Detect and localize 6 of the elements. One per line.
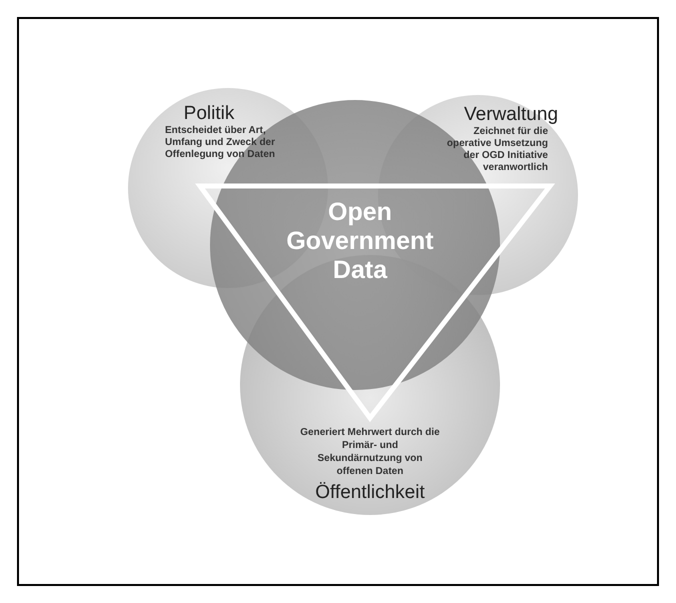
- circle-heading: Politik: [182, 102, 236, 126]
- circle-description: Zeichnet für die operative Umsetzung der OGD Initiative veranwortlich: [446, 126, 548, 174]
- center-title: Open Government Data: [285, 198, 435, 285]
- circle-heading: Öffentlichkeit: [314, 481, 426, 505]
- circle-description: Entscheidet über Art, Umfang und Zweck der Offenlegung von Daten: [165, 125, 276, 161]
- circle-description: Generiert Mehrwert durch die Primär- und Sekundärnutzung von offenen Daten: [300, 426, 440, 478]
